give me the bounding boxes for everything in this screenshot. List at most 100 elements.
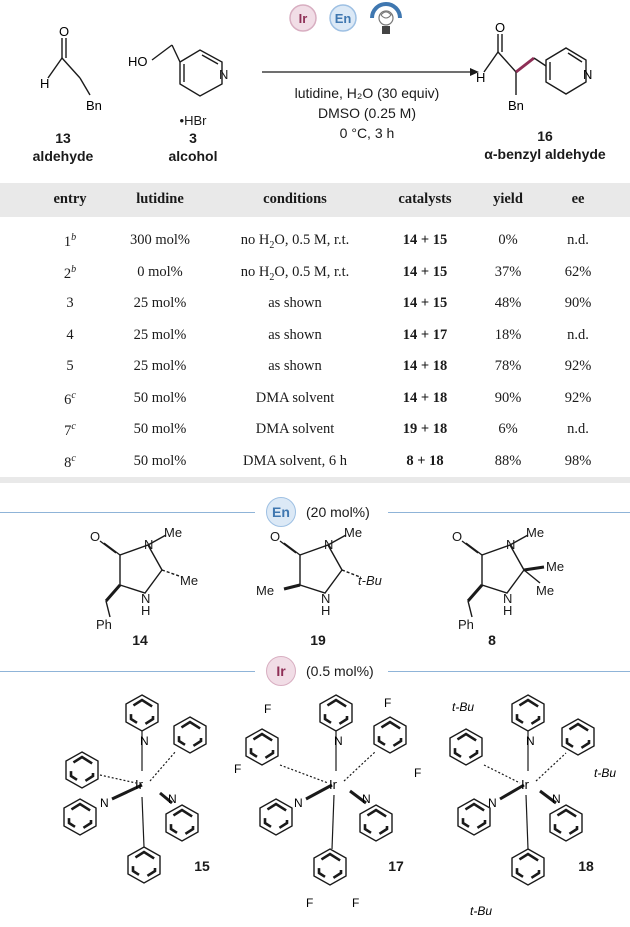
cell-catalysts: 14 + 17	[402, 326, 448, 343]
alcohol-structure	[151, 44, 223, 97]
reaction-scheme-drawing: H O Bn HO N H O Bn	[40, 2, 592, 113]
cell-conditions: no H2O, 0.5 M, r.t.	[240, 263, 350, 283]
en-badge-icon: En	[329, 4, 357, 32]
product-n-label: N	[583, 67, 592, 82]
product-bn-label: Bn	[508, 98, 524, 113]
header-lutidine: lutidine	[136, 191, 184, 207]
header-catalysts: catalysts	[398, 191, 452, 207]
ir-badge: Ir	[266, 656, 296, 686]
svg-text:N: N	[552, 792, 561, 806]
cell-conditions: as shown	[268, 295, 322, 311]
product-number: 16	[537, 128, 553, 144]
struct8-nh-label: N	[503, 591, 512, 606]
svg-text:F: F	[234, 762, 241, 776]
entry-footnote: b	[71, 232, 77, 243]
struct8-o-label: O	[452, 529, 462, 544]
cell-ee: 98%	[564, 452, 592, 469]
svg-text:Ir: Ir	[329, 777, 338, 792]
aldehyde-bn-label: Bn	[86, 98, 102, 113]
cell-conditions: as shown	[268, 326, 322, 343]
cell-yield: 0%	[498, 232, 518, 248]
cell-yield: 78%	[494, 358, 522, 374]
svg-text:F: F	[414, 766, 421, 780]
svg-text:En: En	[335, 11, 352, 26]
organocatalyst-label-19: 19	[310, 632, 326, 648]
svg-text:F: F	[264, 702, 271, 716]
cell-entry: 7c	[40, 421, 100, 440]
entry-number: 2	[63, 265, 72, 282]
struct8-n-label: N	[506, 537, 515, 552]
entry-footnote: c	[71, 421, 76, 432]
struct19-tbu-label: t-Bu	[358, 573, 382, 588]
cell-yield: 48%	[494, 295, 522, 311]
cell-catalysts: 14 + 18	[402, 389, 448, 406]
condition-line-1: lutidine, H₂O (30 equiv)	[294, 85, 440, 101]
struct19-me2-label: Me	[256, 583, 274, 598]
complex-15-drawing: Ir N N N	[62, 693, 208, 885]
product-name: α-benzyl aldehyde	[484, 146, 606, 162]
photocatalyst-label-17: 17	[388, 858, 404, 874]
aldehyde-number: 13	[55, 130, 71, 146]
cell-conditions: DMA solvent, 6 h	[243, 452, 347, 469]
en-loading: (20 mol%)	[306, 504, 370, 520]
alcohol-ho-label: HO	[128, 54, 148, 69]
svg-text:N: N	[168, 792, 177, 806]
struct8-ph-label: Ph	[458, 617, 474, 632]
cell-ee: 90%	[564, 295, 592, 311]
svg-text:t-Bu: t-Bu	[470, 904, 492, 918]
ir-loading: (0.5 mol%)	[306, 663, 374, 679]
en-divider-left	[0, 512, 255, 513]
svg-text:F: F	[384, 696, 391, 710]
aldehyde-h-label: H	[40, 76, 49, 91]
entry-number: 1	[63, 233, 72, 250]
struct8-me3-label: Me	[536, 583, 554, 598]
alcohol-salt: •HBr	[179, 113, 207, 128]
en-divider-right	[388, 512, 630, 513]
cell-lutidine: 50 mol%	[133, 421, 187, 437]
cell-catalysts: 8 + 18	[406, 452, 444, 469]
photocatalyst-structures: Ir N N N Ir N N N F F F F F F	[62, 693, 616, 918]
cell-yield: 90%	[494, 389, 522, 406]
cell-ee: 92%	[564, 389, 592, 406]
cell-entry: 8c	[40, 453, 100, 472]
product-o-label: O	[495, 20, 505, 35]
entry-footnote: c	[71, 452, 76, 464]
cell-lutidine: 50 mol%	[133, 452, 187, 469]
alcohol-number: 3	[189, 130, 197, 146]
header-conditions: conditions	[263, 191, 327, 207]
condition-line-3: 0 °C, 3 h	[339, 125, 395, 141]
photocatalyst-label-18: 18	[578, 858, 594, 874]
struct8-me2-label: Me	[546, 559, 564, 574]
header-entry: entry	[53, 191, 87, 207]
header-ee: ee	[571, 191, 585, 207]
entry-number: 3	[66, 295, 74, 311]
cell-entry: 3	[40, 295, 100, 312]
struct19-nh-label: N	[321, 591, 330, 606]
svg-text:Ir: Ir	[299, 11, 308, 26]
cell-conditions: DMA solvent	[255, 421, 335, 437]
aldehyde-o-label: O	[59, 24, 69, 39]
table-footer-bar	[0, 477, 630, 483]
reaction-scheme: H O Bn HO N H O Bn	[0, 0, 630, 170]
svg-text:N: N	[334, 734, 343, 748]
entry-number: 4	[66, 326, 74, 343]
ir-badge-icon: Ir	[289, 4, 317, 32]
organocatalyst-label-14: 14	[132, 632, 148, 648]
cell-entry: 4	[40, 327, 100, 344]
struct14-o-label: O	[90, 529, 100, 544]
struct14-me2-label: Me	[180, 573, 198, 588]
new-bond	[515, 56, 535, 74]
cell-lutidine: 25 mol%	[133, 326, 187, 343]
struct19-me-label: Me	[344, 525, 362, 540]
cell-lutidine: 25 mol%	[133, 295, 187, 311]
entry-number: 7	[64, 422, 72, 439]
struct19-o-label: O	[270, 529, 280, 544]
svg-text:N: N	[294, 796, 303, 810]
product-h-label: H	[476, 70, 485, 85]
